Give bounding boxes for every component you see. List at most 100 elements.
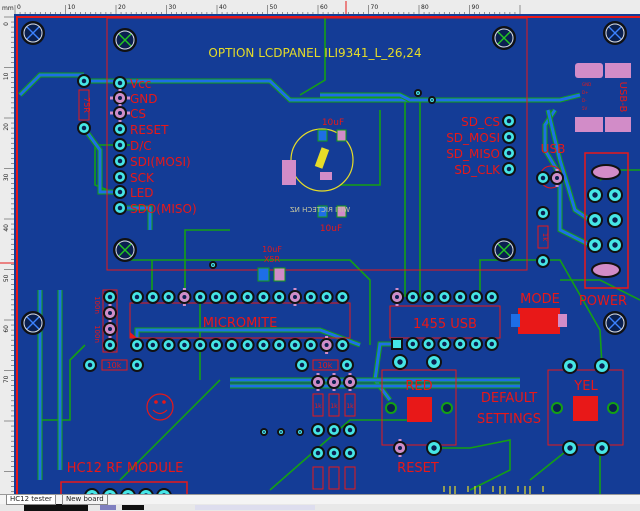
lcd-pin-label: Vcc — [130, 77, 151, 91]
pad-hole — [612, 242, 618, 248]
cap-x5r-value: 10uF — [262, 245, 282, 254]
cap-pad — [273, 267, 286, 282]
pad-hole — [397, 359, 403, 365]
pad-hole — [213, 342, 219, 348]
cap-100n-label: 100n — [93, 325, 101, 343]
ruler-label: 0 — [3, 22, 10, 26]
ruler-label: 30 — [169, 4, 177, 11]
pad-hole — [331, 450, 337, 456]
pad-hole — [182, 342, 187, 348]
tab-new-board[interactable]: New board — [62, 495, 108, 505]
cross-icon — [608, 26, 622, 40]
pad-hole — [540, 210, 546, 216]
cross-icon — [118, 243, 132, 257]
lcd-pin-label: RESET — [130, 123, 169, 137]
cross-icon — [608, 316, 622, 330]
mounting-hole-ring — [494, 240, 514, 260]
trace — [320, 93, 411, 102]
pad-hole — [331, 427, 337, 433]
sd-pin-label: SD_MISO — [446, 147, 500, 161]
cap-100n-label: 100n — [93, 296, 101, 314]
cap-pad — [257, 267, 270, 282]
screw-hole — [553, 404, 561, 412]
resistor-1k-label: 1k — [541, 233, 549, 242]
smiley-logo — [146, 393, 174, 421]
pad-hole — [417, 92, 419, 94]
board-outline — [16, 16, 640, 494]
pad-hole — [316, 380, 320, 384]
pad-hole — [347, 427, 353, 433]
screw-hole — [609, 404, 617, 412]
resistor-10k-outline — [312, 359, 339, 371]
pcb-canvas[interactable]: OPTION LCDPANEL ILI9341_L_26,24 Vcc GND … — [14, 14, 640, 494]
pad-hole — [431, 445, 437, 451]
tab-hc12-tester[interactable]: HC12 tester — [6, 495, 56, 505]
pad-hole — [473, 341, 479, 347]
resistor-outline — [312, 393, 324, 417]
trace — [546, 109, 591, 222]
pad-hole — [315, 450, 321, 456]
pad-hole — [442, 341, 447, 347]
pad-hole — [473, 294, 479, 300]
trace — [543, 109, 591, 247]
pad-hole — [308, 342, 314, 348]
yel-button-cap[interactable] — [573, 396, 598, 421]
pad-hole — [344, 362, 350, 368]
pad-hole — [612, 192, 618, 198]
power-mount-pad — [591, 164, 621, 180]
usb-b-pin-label: D+ — [582, 90, 588, 95]
pad — [140, 490, 152, 494]
cap-x5r-type: X5R — [264, 255, 281, 264]
pad-hole — [324, 343, 329, 347]
pad — [104, 490, 116, 494]
ruler-label: 50 — [270, 4, 278, 11]
cross-icon — [26, 316, 40, 330]
pad-hole — [117, 80, 123, 86]
trace — [479, 259, 603, 367]
usb-led-label: USB — [541, 142, 566, 156]
pad-hole — [315, 427, 321, 433]
pad-hole — [347, 450, 353, 456]
color-swatch[interactable] — [100, 505, 116, 510]
regulator-pad — [320, 172, 332, 180]
pad-hole — [134, 362, 140, 368]
pad-hole — [261, 342, 266, 348]
power-mount-pad — [591, 262, 621, 278]
pad-hole — [162, 493, 166, 494]
pad-hole — [612, 217, 618, 223]
pad-hole — [118, 96, 122, 100]
lcd-pin-label: SDO(MISO) — [130, 202, 197, 216]
pad-hole — [292, 342, 298, 348]
status-field — [195, 505, 315, 510]
ruler-label: 10 — [3, 72, 10, 80]
pad-hole — [457, 341, 463, 347]
chip-micromite-label: MICROMITE — [203, 316, 278, 331]
pad-hole — [308, 294, 314, 300]
layer-selector[interactable] — [24, 504, 88, 511]
pad-hole — [324, 294, 329, 300]
pad-hole — [280, 431, 282, 433]
pad-hole — [457, 294, 463, 300]
pad-hole — [197, 342, 203, 348]
pad-hole — [431, 359, 437, 365]
ruler-label: 30 — [3, 173, 10, 181]
resistor-outline — [312, 466, 324, 490]
lcd-title: OPTION LCDPANEL ILI9341_L_26,24 — [208, 46, 421, 60]
regulator-body — [314, 147, 330, 169]
mounting-hole-ring — [23, 23, 43, 43]
resistor-label: 1k — [346, 403, 354, 410]
pad-hole — [555, 176, 559, 180]
resistor-outline — [344, 466, 356, 490]
red-button-cap[interactable] — [407, 397, 432, 422]
resistor-75r-label: 75R — [82, 97, 91, 113]
mode-switch-body[interactable] — [518, 308, 560, 334]
pad-hole — [442, 294, 447, 300]
sd-pin-label: SD_CLK — [454, 163, 501, 177]
trace — [119, 379, 221, 481]
resistor-outline — [344, 393, 356, 417]
pad-hole — [245, 294, 250, 300]
grid-selector[interactable] — [122, 505, 144, 510]
pad-hole — [592, 217, 598, 223]
ruler-label: 40 — [219, 4, 227, 11]
